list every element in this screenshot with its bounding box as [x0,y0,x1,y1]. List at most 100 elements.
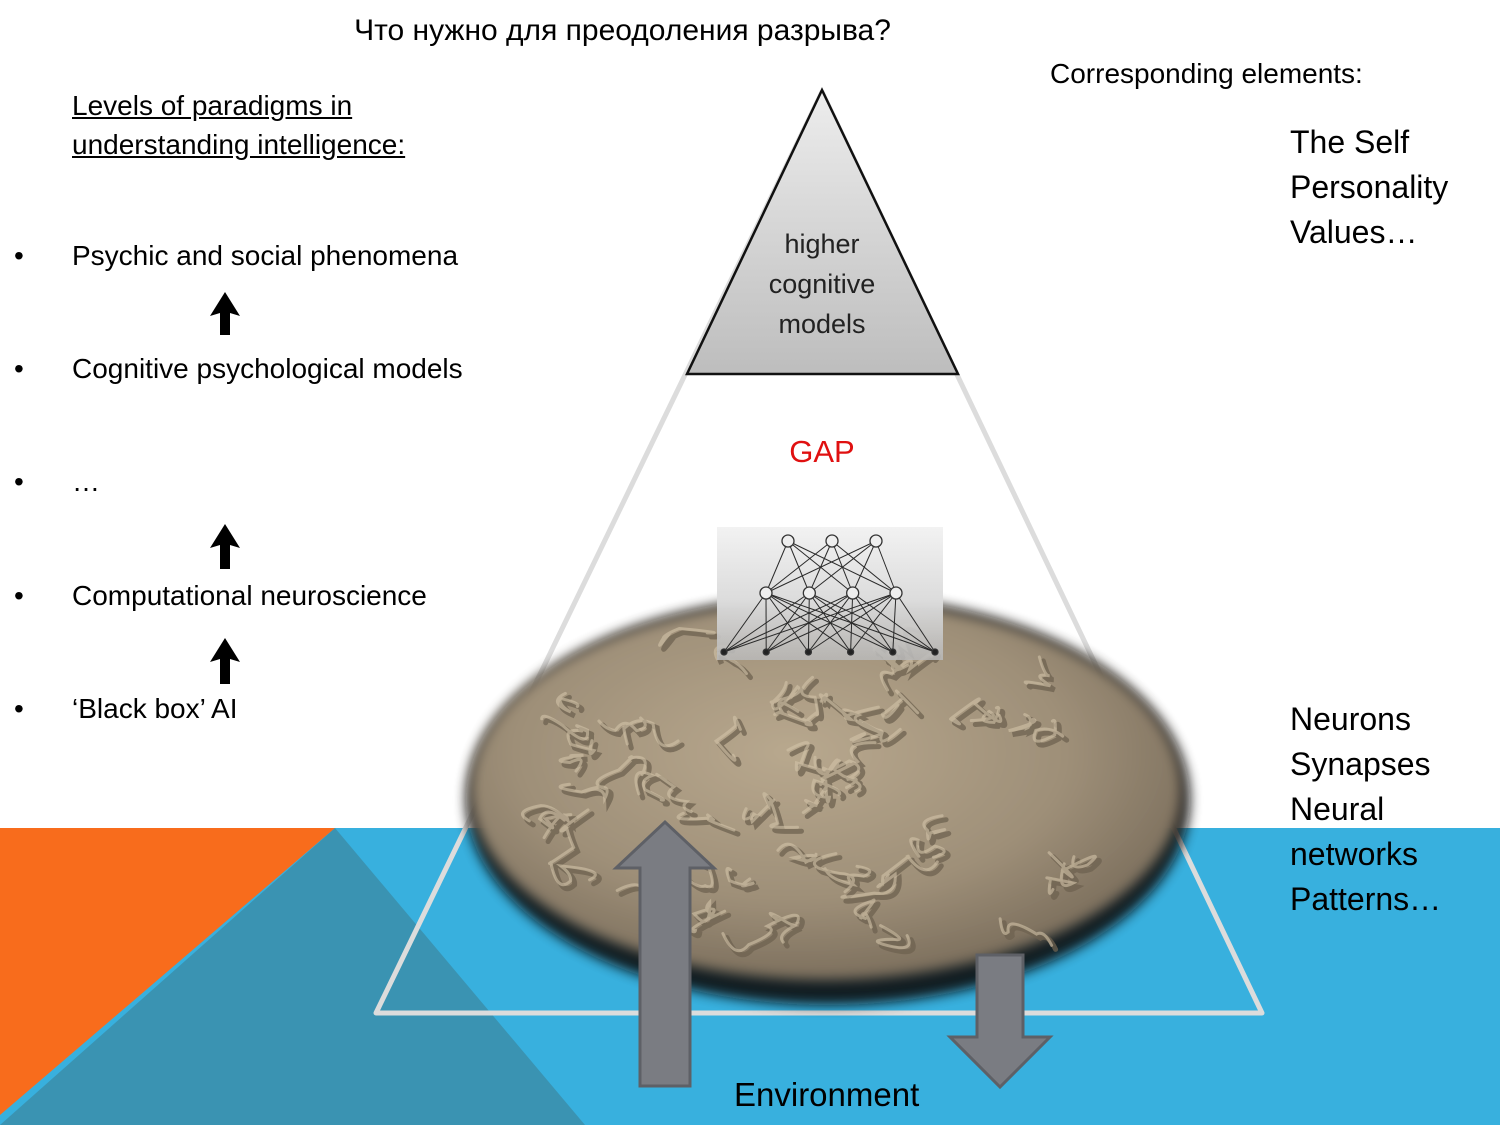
brain-gyrus-highlight [909,837,946,859]
brain-sulcus [716,718,747,767]
brain-gyrus-highlight [658,626,716,647]
label-line: cognitive [768,269,876,299]
brain-gyrus-highlight [713,715,742,762]
brain-gyrus-highlight [819,758,862,793]
brain-gyrus-highlight [1045,862,1078,895]
element-item: Neurons [1290,701,1411,737]
nn-edge [723,592,810,653]
level-arrow-icon-3 [210,638,240,684]
level-label: … [72,466,100,497]
brain-gyrus-highlight [813,741,877,781]
level-label: Psychic and social phenomena [72,240,459,271]
brain-sulcus [625,722,685,753]
brain-gyrus-highlight [922,814,947,841]
brain-gyrus-highlight [622,719,680,748]
brain-gyrus-highlight [823,864,872,888]
brain-gyrus-highlight [801,783,829,814]
brain-sulcus [816,855,860,899]
brain-gyrus-highlight [768,911,798,944]
element-item: Personality [1290,169,1449,205]
bullet: • [14,353,24,384]
brain-sulcus [1011,716,1042,738]
arrow-up-from-environment [612,819,718,1088]
orange-shape [0,828,335,1115]
brain-gyrus-highlight [520,804,571,840]
level-label: Computational neuroscience [72,580,427,611]
brain-sulcus [925,817,952,846]
brain-sulcus [776,704,818,730]
nn-node [889,586,903,600]
element-item: Neural [1290,791,1385,827]
brain-gyrus-highlight [853,898,876,929]
nn-edge [765,540,789,594]
nn-edge [765,540,833,594]
brain-gyrus-highlight [1047,851,1097,879]
brain-gyrus-highlight [776,842,818,865]
brain-gyrus-highlight [769,681,802,711]
brain-gyrus-highlight [725,867,755,888]
element-item: Synapses [1290,746,1431,782]
brain-sulcus [600,719,652,738]
nn-edge [808,592,897,653]
brain-gyrus-highlight [811,778,842,804]
element-item: The Self [1290,124,1410,160]
slide-title: Что нужно для преодоления разрыва? [354,14,891,47]
nn-edge [765,592,897,653]
arrow-down-to-environment [946,953,1054,1090]
nn-node [825,534,839,548]
brain-gyrus-highlight [655,772,693,814]
nn-input-node [804,648,813,656]
pyramid-outline [373,89,1265,1016]
brain-gyrus-highlight [566,728,597,756]
nn-edge [809,592,894,653]
brain-sulcus [1050,854,1102,884]
nn-edge [765,540,877,594]
brain-gyrus-highlight [549,860,597,887]
brain-gyrus-highlight [841,708,902,743]
nn-edge [765,592,851,653]
label-line: models [778,309,866,339]
bullet: • [14,580,24,611]
brain-gyrus-highlight [949,697,1003,726]
gap-label: GAP [789,434,855,469]
level-arrow-icon-2 [210,524,240,569]
brain-gyrus-highlight [558,753,584,773]
bullet: • [14,466,24,497]
brain-gyrus-highlight [773,701,813,725]
brain-gyrus-highlight [556,691,580,714]
brain-gyrus-highlight [1008,713,1037,733]
brain-gyrus-highlight [840,871,897,899]
bullet: • [14,240,24,271]
levels-heading-line-2: understanding intelligence: [72,129,406,160]
brain-gyrus-highlight [634,770,666,802]
brain-gyrus-highlight [1032,718,1065,743]
nn-node [759,586,773,600]
nn-edge [723,592,897,653]
brain-sulcus [637,773,671,807]
label-line: higher [784,229,860,259]
brain-gyrus-highlight [786,741,831,774]
brain-gyrus-highlight [1023,655,1052,688]
brain-gyrus-highlight [721,913,800,953]
lower-elements-list: Neurons Synapses Neural networks Pattern… [1290,697,1441,922]
nn-edge [809,540,877,594]
brain-sulcus [728,870,760,893]
brain-sulcus [598,758,652,796]
brain-gyrus-highlight [597,716,647,733]
brain-gyrus-highlight [880,689,920,719]
brain-sulcus [843,873,902,904]
brain-gyrus-highlight [998,917,1054,947]
neural-network-image [717,527,943,660]
brain-gyrus-highlight [849,719,884,744]
brain-gyrus-highlight [540,714,590,741]
dark-teal-shape [0,828,585,1125]
brain-sulcus [661,629,721,652]
brain-gyrus-highlight [676,811,736,832]
brain-gyrus-highlight [547,808,590,866]
brain-sulcus [569,731,603,761]
nn-edge [875,540,897,594]
level-label: ‘Black box’ AI [72,693,238,724]
brain-sulcus [1048,865,1085,900]
brain-gyrus-highlight [813,852,855,894]
